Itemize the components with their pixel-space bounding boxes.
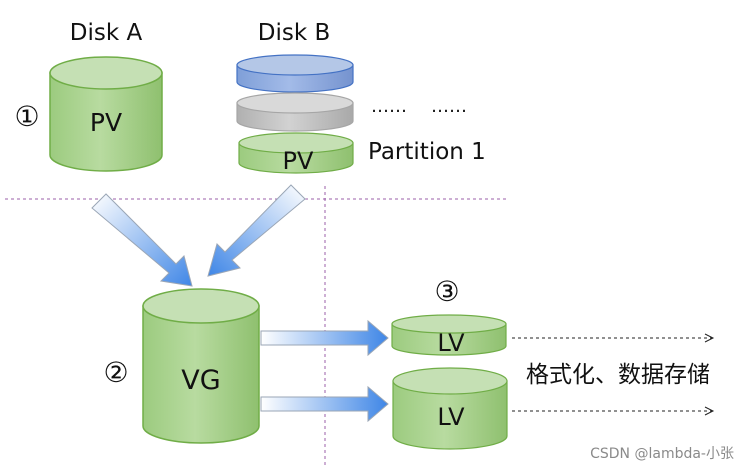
lv-bottom-output-arrow (512, 406, 715, 416)
format-storage-label: 格式化、数据存储 (526, 362, 710, 388)
lv-top-label: LV (437, 329, 465, 357)
arrow-disk-b-to-vg (207, 184, 306, 277)
arrow-vg-to-lv-top (260, 319, 389, 357)
disk-b-title: Disk B (258, 20, 331, 46)
ellipsis-right: …… (431, 96, 467, 117)
ellipsis-left: …… (371, 96, 407, 117)
lv-cylinder-bottom: LV (392, 367, 508, 450)
step-one-marker: ① (14, 100, 39, 133)
lv-cylinder-top: LV (391, 314, 507, 357)
vg-label: VG (181, 365, 220, 396)
disk-a-title: Disk A (70, 20, 143, 46)
partition-label: Partition 1 (368, 139, 486, 165)
lv-top-output-arrow (512, 333, 715, 343)
disk-b-pv-cylinder: PV (238, 132, 354, 175)
disk-a-pv-cylinder: PV (49, 56, 163, 172)
vg-cylinder: VG (142, 288, 260, 444)
disk-b-partition-blue (236, 54, 354, 93)
disk-b-pv-label: PV (283, 147, 314, 175)
disk-b-partition-gray (236, 92, 354, 132)
arrow-disk-a-to-vg (91, 193, 193, 287)
disk-a-pv-label: PV (90, 108, 122, 137)
lv-bottom-label: LV (437, 403, 465, 431)
step-two-marker: ② (103, 356, 128, 389)
watermark: CSDN @lambda-小张 (590, 446, 734, 462)
arrow-vg-to-lv-bottom (260, 385, 389, 423)
step-three-marker: ③ (434, 275, 459, 308)
